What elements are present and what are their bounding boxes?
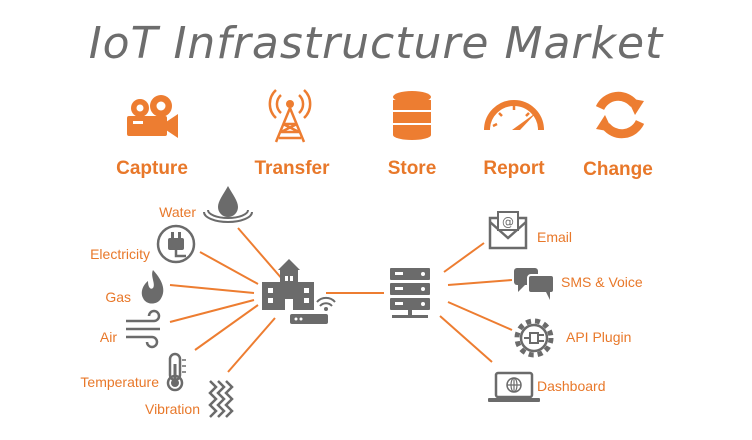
wind-icon (126, 309, 161, 349)
output-sms-voice-label: SMS & Voice (561, 274, 643, 290)
email-icon: @ (488, 211, 528, 250)
svg-text:@: @ (502, 215, 514, 229)
water-drop-icon (203, 186, 253, 223)
stage-report-label: Report (483, 158, 545, 179)
thermometer-icon (166, 352, 186, 392)
laptop-icon (488, 371, 540, 402)
source-water-label: Water (159, 204, 196, 220)
output-api-plugin-label: API Plugin (566, 329, 631, 345)
source-gas-label: Gas (105, 289, 131, 305)
plug-icon (156, 224, 196, 264)
database-icon (393, 91, 431, 140)
output-email-label: Email (537, 229, 572, 245)
source-vibration-label: Vibration (145, 401, 200, 417)
radio-tower-icon (268, 89, 312, 143)
gear-plug-icon (514, 318, 554, 358)
stage-capture-label: Capture (116, 158, 188, 179)
camera-icon (127, 95, 178, 138)
vibration-icon (208, 380, 234, 418)
server-icon (390, 268, 430, 318)
building-hub-icon (262, 259, 314, 310)
stage-change-label: Change (583, 159, 653, 180)
gauge-icon (484, 100, 544, 131)
refresh-icon (595, 91, 645, 139)
output-dashboard-label: Dashboard (537, 378, 606, 394)
stage-store-label: Store (388, 158, 437, 179)
chat-bubbles-icon (514, 268, 555, 300)
router-icon (290, 296, 336, 324)
flame-icon (141, 270, 164, 304)
connector-lines (169, 227, 513, 373)
source-electricity-label: Electricity (90, 246, 150, 262)
page-title: IoT Infrastructure Market (89, 18, 664, 69)
source-temperature-label: Temperature (80, 374, 159, 390)
source-air-label: Air (100, 329, 117, 345)
stage-transfer-label: Transfer (255, 158, 331, 179)
